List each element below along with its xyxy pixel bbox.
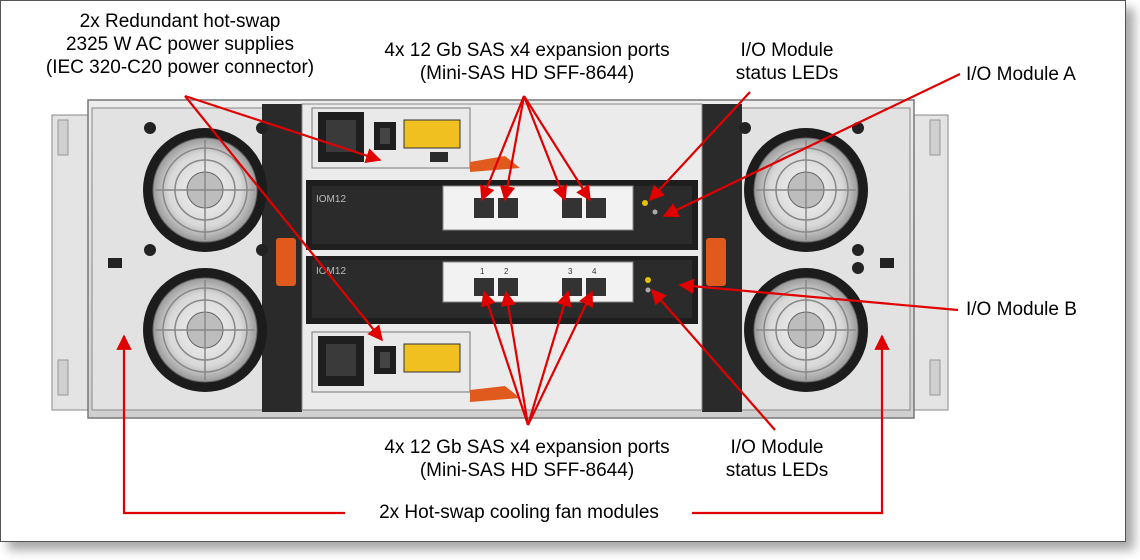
port-number-4: 4 (592, 267, 597, 276)
arrow-sas-top-1 (480, 95, 526, 202)
callout-sas-ports-bottom: 4x 12 Gb SAS x4 expansion ports (Mini-SA… (352, 436, 702, 482)
arrow-sas-bottom-3 (526, 290, 572, 426)
sas-bottom-label-line-1: 4x 12 Gb SAS x4 expansion ports (384, 437, 670, 458)
psu-label-line-3: (IEC 320-C20 power connector) (45, 57, 315, 78)
iom-b-status-led (645, 277, 651, 283)
arrow-sas-top-4 (523, 95, 591, 202)
arrow-fan-left (116, 334, 345, 515)
sas-port-b4 (586, 278, 606, 296)
iom-b-callout-text: I/O Module B (966, 299, 1077, 320)
arrow-psu-top (184, 94, 382, 163)
sas-top-label-line-2: (Mini-SAS HD SFF-8644) (419, 63, 635, 84)
arrow-iom-b (678, 278, 959, 312)
fan-module-right (702, 104, 911, 412)
sas-port-b3 (562, 278, 582, 296)
iom-b-label: IOM12 (316, 266, 346, 277)
fan-release-handle-right (706, 238, 726, 286)
rack-ear-right (909, 114, 949, 411)
arrow-fan-right (692, 334, 890, 515)
arrow-led-bottom (650, 288, 776, 431)
sas-port-a3 (562, 198, 582, 218)
power-supply-top (311, 107, 520, 172)
arrow-iom-a (662, 73, 961, 217)
sas-top-label-line-1: 4x 12 Gb SAS x4 expansion ports (384, 40, 670, 61)
arrow-sas-top-3 (522, 95, 568, 202)
fans-callout-text: 2x Hot-swap cooling fan modules (379, 502, 659, 523)
led-top-label-line-2: status LEDs (735, 63, 839, 84)
sas-port-a2 (498, 198, 518, 218)
power-supply-bottom (311, 331, 520, 402)
psu-label-line-1: 2x Redundant hot-swap (79, 11, 281, 32)
callout-sas-ports-top: 4x 12 Gb SAS x4 expansion ports (Mini-SA… (352, 39, 702, 85)
port-number-3: 3 (568, 267, 573, 276)
arrow-led-top (648, 91, 751, 202)
psu-label-line-2: 2325 W AC power supplies (65, 34, 295, 55)
iom-a-label: IOM12 (316, 194, 346, 205)
callout-fans: 2x Hot-swap cooling fan modules (348, 501, 690, 524)
arrow-sas-top-2 (499, 95, 526, 202)
sas-port-a4 (586, 198, 606, 218)
iom-a-callout-text: I/O Module A (966, 64, 1076, 85)
callout-iom-b: I/O Module B (966, 298, 1077, 321)
arrow-sas-bottom-2 (500, 290, 530, 426)
callout-arrows (116, 73, 961, 515)
io-module-a: IOM12 (306, 180, 698, 250)
iom-a-status-led (642, 200, 648, 206)
callout-power-supplies: 2x Redundant hot-swap 2325 W AC power su… (20, 10, 340, 79)
arrow-sas-bottom-4 (527, 290, 593, 426)
port-number-1: 1 (480, 267, 485, 276)
sas-bottom-label-line-2: (Mini-SAS HD SFF-8644) (419, 460, 635, 481)
port-number-2: 2 (504, 267, 509, 276)
callout-iom-a: I/O Module A (966, 63, 1076, 86)
rack-ear-left (51, 114, 93, 411)
fan-release-handle-left (276, 238, 296, 286)
led-bottom-label-line-1: I/O Module (730, 437, 824, 458)
led-bottom-label-line-2: status LEDs (725, 460, 829, 481)
sas-port-a1 (474, 198, 494, 218)
callout-iom-leds-top: I/O Module status LEDs (712, 39, 862, 85)
fan-module-left (91, 104, 302, 412)
arrow-sas-bottom-1 (481, 290, 530, 426)
arrow-psu-bottom (184, 95, 383, 342)
callout-iom-leds-bottom: I/O Module status LEDs (702, 436, 852, 482)
led-top-label-line-1: I/O Module (740, 40, 834, 61)
io-module-b: IOM12 1 2 3 4 (306, 256, 698, 324)
sas-port-b2 (498, 278, 518, 296)
